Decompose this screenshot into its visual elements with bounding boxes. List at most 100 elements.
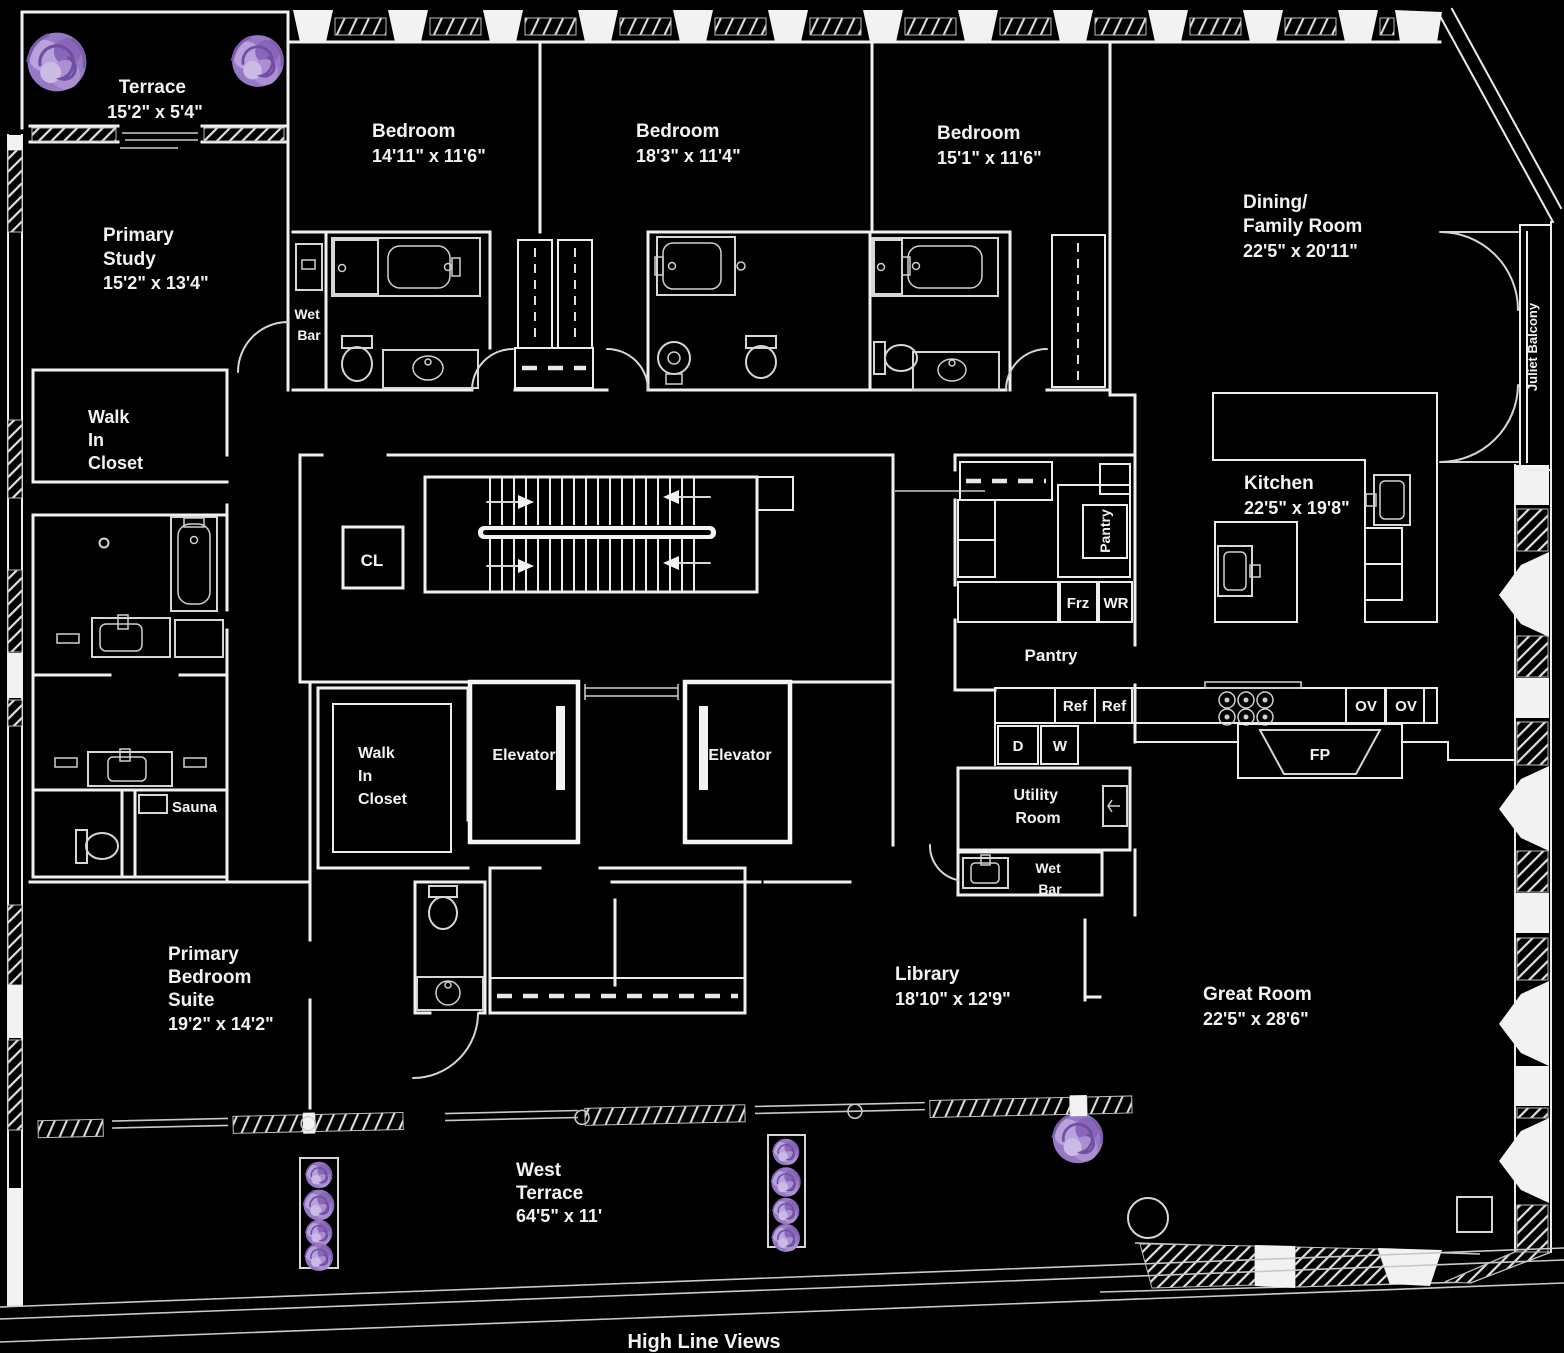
bedroom-3-closet	[1051, 234, 1106, 388]
burner-icon	[1224, 714, 1230, 720]
window-glazing	[1516, 1204, 1549, 1253]
bedroom-closets	[514, 239, 594, 389]
bedroom-wing-walls	[291, 40, 1137, 847]
vanity-sink-icon	[382, 349, 479, 389]
window-glazing	[809, 17, 862, 36]
kitchen: Kitchen 22'5" x 19'8" Ref Ref OV OV D W	[994, 392, 1514, 779]
facade-pier	[1499, 981, 1549, 1066]
facade-pier	[1148, 10, 1188, 42]
ref-1-label: Ref	[1063, 698, 1088, 715]
kitchen-island	[1214, 521, 1298, 623]
window-glazing	[999, 17, 1052, 36]
column-icon	[847, 1103, 863, 1119]
south-facade-wall	[37, 1094, 1133, 1139]
walk-in-closet-study: Walk In Closet	[31, 368, 229, 484]
facade-pier	[1395, 10, 1442, 42]
facade-pier	[1243, 10, 1283, 42]
shower-drain-icon	[98, 537, 110, 549]
primary-study: Primary Study 15'2" x 13'4"	[103, 225, 289, 373]
elevator-core: Elevator Elevator	[467, 679, 793, 845]
sauna-heater-icon	[138, 794, 168, 814]
fireplace-label: FP	[1310, 747, 1331, 764]
elevator-2-label: Elevator	[708, 747, 771, 764]
primary-bathroom	[31, 513, 229, 677]
burner-icon	[1262, 714, 1268, 720]
bathtub-icon	[387, 245, 461, 289]
door-arc	[1005, 348, 1048, 391]
flower-icon	[771, 1223, 801, 1253]
burner-icon	[1237, 691, 1255, 709]
bathroom-1-fixtures	[331, 237, 481, 389]
window-glazing	[904, 17, 957, 36]
facade-pier	[1053, 10, 1093, 42]
window-glazing	[524, 17, 577, 36]
facade-pier	[483, 10, 523, 42]
elevator-door	[556, 706, 565, 790]
terrace-northwest: Terrace 15'2" x 5'4"	[20, 10, 290, 392]
door-arc	[928, 844, 959, 881]
elevator-shaft	[467, 679, 581, 845]
window-glazing	[1516, 508, 1549, 552]
column-icon	[574, 1109, 590, 1126]
flower-icon	[304, 1242, 334, 1272]
facade-pier	[1499, 1118, 1549, 1203]
planter	[767, 1134, 806, 1253]
door-arc	[471, 348, 514, 391]
walk-in-closet-center: Walk In Closet	[316, 686, 470, 870]
window-glazing	[429, 17, 482, 36]
high-line-views-label: High Line Views	[628, 1331, 781, 1353]
facade-pier	[863, 10, 903, 42]
pedestal-sink-icon	[657, 341, 691, 385]
freezer-wine-row: Frz WR	[957, 581, 1133, 623]
door-arc	[606, 348, 649, 391]
toilet-icon	[75, 829, 119, 864]
hall-closet	[488, 866, 747, 1015]
burner-icon	[1218, 691, 1236, 709]
window-glazing	[1516, 1107, 1549, 1119]
elevator-shaft	[682, 679, 793, 845]
burner-icon	[1224, 697, 1230, 703]
facade-pier	[1515, 678, 1549, 718]
facade-pier	[388, 10, 428, 42]
window-glazing	[1516, 850, 1549, 893]
window-glazing	[334, 17, 387, 36]
kitchen-counter	[1212, 392, 1438, 623]
primary-bedroom-suite-label: Primary Bedroom Suite 19'2" x 14'2"	[168, 944, 274, 1034]
facade-pier	[768, 10, 808, 42]
stair-direction-arrows	[486, 490, 711, 573]
wet-bar-door-icon	[295, 243, 323, 291]
walk-in-closet-study-label: Walk In Closet	[88, 407, 143, 473]
sauna-label: Sauna	[172, 799, 218, 816]
facade-pier	[578, 10, 618, 42]
primary-suite-bath-sauna: Sauna	[31, 673, 229, 879]
oven-2-label: OV	[1395, 698, 1417, 715]
wet-bar-bedroom: Wet Bar	[294, 243, 323, 343]
fireplace-icon: FP	[1134, 723, 1514, 779]
high-line-edge: High Line Views	[0, 1247, 1564, 1353]
vanity-sink-icon	[54, 748, 207, 787]
west-terrace-label: West Terrace 64'5" x 11'	[516, 1160, 602, 1226]
pantry-closet: Pantry	[1057, 484, 1131, 578]
column-icon	[1127, 1197, 1169, 1239]
toilet-icon	[873, 341, 918, 375]
flower-icon	[302, 1188, 336, 1222]
washer-dryer: D W	[994, 687, 1079, 766]
ref-2-label: Ref	[1102, 698, 1127, 715]
bathtub-icon	[654, 236, 736, 296]
island-sink-icon	[1217, 545, 1261, 597]
closet-cl-label: CL	[361, 551, 384, 570]
door-arc	[237, 321, 289, 373]
bedroom-3-label: Bedroom 15'1" x 11'6"	[937, 123, 1042, 168]
bedroom-3: Bedroom 15'1" x 11'6"	[871, 123, 1106, 391]
burner-icon	[1218, 708, 1236, 726]
elevator-1-label: Elevator	[492, 747, 555, 764]
facade-pier	[958, 10, 998, 42]
bedroom-1-label: Bedroom 14'11" x 11'6"	[372, 121, 486, 166]
library-label: Library 18'10" x 12'9"	[895, 964, 1011, 1009]
toilet-icon	[341, 335, 373, 382]
facade-pier	[1515, 893, 1549, 933]
floor-box-icon	[1456, 1196, 1493, 1233]
kitchen-label: Kitchen 22'5" x 19'8"	[1244, 473, 1350, 518]
